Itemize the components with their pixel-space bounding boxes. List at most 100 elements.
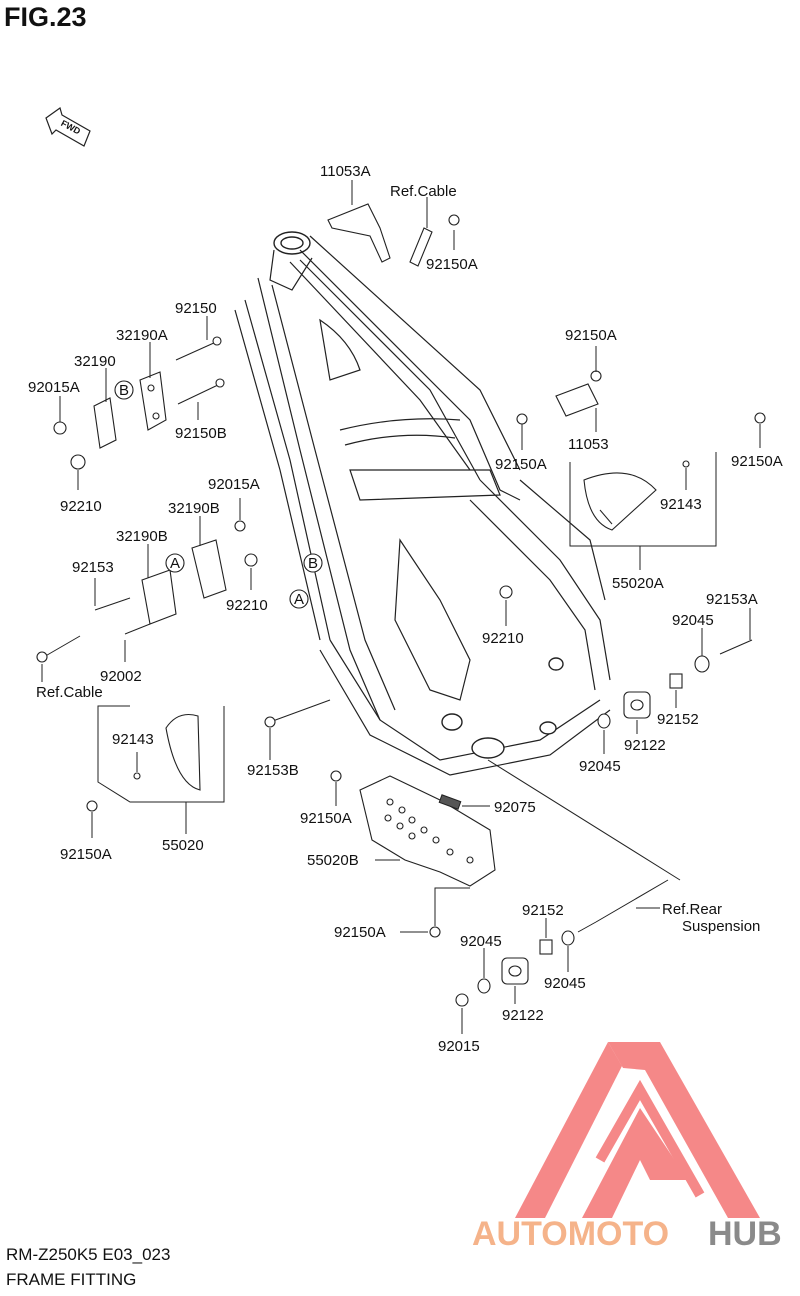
- fwd-arrow-icon: FWD: [45, 107, 91, 147]
- callout-92150b: 92150B: [175, 425, 227, 442]
- callout-92210-frame: 92210: [482, 630, 524, 647]
- bolt-92153: [94, 597, 131, 611]
- bracket-11053a: [327, 203, 391, 263]
- callout-92122-lower: 92122: [502, 1007, 544, 1024]
- callout-92152-lower: 92152: [522, 902, 564, 919]
- section-name: FRAME FITTING: [6, 1270, 137, 1289]
- washer-92045-lower-left: [477, 978, 491, 994]
- callout-92150a-right-mid: 92150A: [495, 456, 547, 473]
- bolt-92150a-far-right: [754, 412, 766, 424]
- bracket-11053: [555, 383, 599, 417]
- callout-55020: 55020: [162, 837, 204, 854]
- marker-a-left: [165, 553, 185, 573]
- bolt-92150a-skid-bottom: [429, 926, 441, 938]
- callout-92015: 92015: [438, 1038, 480, 1055]
- callout-92153b: 92153B: [247, 762, 299, 779]
- bracket-32190b-lower: [141, 569, 177, 625]
- leader-lines: [41, 180, 761, 1034]
- callout-92150a-right-top: 92150A: [565, 327, 617, 344]
- side-cover-55020a: [583, 472, 657, 531]
- marker-a-frame-label: A: [294, 591, 304, 608]
- nut-92015a-upper: [53, 421, 67, 435]
- collar-92152-lower: [539, 939, 553, 955]
- main-frame: [234, 231, 611, 776]
- bolt-92153b: [264, 699, 331, 728]
- washer-92045-right-inner: [597, 713, 611, 729]
- callout-labels: 11053A Ref.Cable 92150A 92150 32190A 321…: [28, 163, 783, 1055]
- marker-a-left-label: A: [170, 555, 180, 572]
- bolt-92150a-top: [448, 214, 460, 226]
- callout-92150a-top: 92150A: [426, 256, 478, 273]
- callout-55020a: 55020A: [612, 575, 664, 592]
- bolt-92153a: [719, 639, 753, 655]
- callout-ref-cable-left: Ref.Cable: [36, 684, 103, 701]
- callout-32190a: 32190A: [116, 327, 168, 344]
- callout-92075: 92075: [494, 799, 536, 816]
- bolt-92150a-right-mid: [516, 413, 528, 425]
- bolt-92150a-right-top: [590, 370, 602, 382]
- nut-92210-upper: [70, 454, 86, 470]
- marker-b-left-label: B: [119, 382, 129, 399]
- bushing-92122-right: [623, 691, 651, 719]
- nut-92015-lower: [455, 993, 469, 1007]
- bolt-92150b: [177, 378, 225, 405]
- callout-92150a-left-bottom: 92150A: [60, 846, 112, 863]
- callout-32190b-lower: 32190B: [116, 528, 168, 545]
- callout-55020b: 55020B: [307, 852, 359, 869]
- callout-92210-upper: 92210: [60, 498, 102, 515]
- callout-92015a-mid: 92015A: [208, 476, 260, 493]
- callout-92143-right: 92143: [660, 496, 702, 513]
- rear-suspension-pivot-bolt: [577, 879, 669, 933]
- washer-92045-right: [694, 655, 710, 673]
- watermark-logo: [515, 1042, 760, 1218]
- marker-b-frame: [303, 553, 323, 573]
- bracket-32190b-upper: [191, 539, 227, 599]
- callout-92045-right-inner: 92045: [579, 758, 621, 775]
- callout-92045-right: 92045: [672, 612, 714, 629]
- callout-92150a-skid-bottom: 92150A: [334, 924, 386, 941]
- callout-92143-left: 92143: [112, 731, 154, 748]
- figure-title: FIG.23: [4, 2, 87, 32]
- bolt-92150: [175, 336, 222, 361]
- bolt-92150a-left-bottom: [86, 800, 98, 812]
- callout-suspension: Suspension: [682, 918, 760, 935]
- pad-92075: [438, 794, 462, 810]
- nut-92015a-mid: [234, 520, 246, 532]
- callout-11053a: 11053A: [320, 163, 371, 180]
- washer-92045-lower-right: [561, 930, 575, 946]
- callout-92045-lower-left: 92045: [460, 933, 502, 950]
- callout-92150a-far-right: 92150A: [731, 453, 783, 470]
- bushing-92122-lower: [501, 957, 529, 985]
- bracket-32190a: [139, 371, 167, 431]
- model-code: RM-Z250K5 E03_023: [6, 1245, 171, 1264]
- bracket-32190: [93, 397, 117, 449]
- callout-92153: 92153: [72, 559, 114, 576]
- callout-92122-right: 92122: [624, 737, 666, 754]
- nut-92210-mid: [244, 553, 258, 567]
- nut-92210-frame: [499, 585, 513, 599]
- watermark-text-hub: HUB: [708, 1215, 782, 1253]
- callout-ref-rear: Ref.Rear: [662, 901, 722, 918]
- collar-92152-right: [669, 673, 683, 689]
- callout-92210-mid: 92210: [226, 597, 268, 614]
- callout-32190: 32190: [74, 353, 116, 370]
- marker-a-frame: [289, 589, 309, 609]
- callout-92045-lower-right: 92045: [544, 975, 586, 992]
- callout-92002: 92002: [100, 668, 142, 685]
- callout-92152-right: 92152: [657, 711, 699, 728]
- side-cover-55020: [165, 713, 201, 791]
- bolt-92150a-skid-top: [330, 770, 342, 782]
- marker-b-frame-label: B: [308, 555, 318, 572]
- bolt-92002: [124, 623, 151, 635]
- callout-92150a-skid-top: 92150A: [300, 810, 352, 827]
- marker-b-left: [114, 380, 134, 400]
- callout-32190b-upper: 32190B: [168, 500, 220, 517]
- ref-cable-clip: [409, 227, 433, 267]
- callout-11053: 11053: [568, 436, 609, 453]
- cable-guide: [36, 635, 81, 663]
- watermark-text-automoto: AUTOMOTO: [472, 1215, 669, 1253]
- grommet-92143-right: [682, 460, 690, 468]
- callout-92150: 92150: [175, 300, 217, 317]
